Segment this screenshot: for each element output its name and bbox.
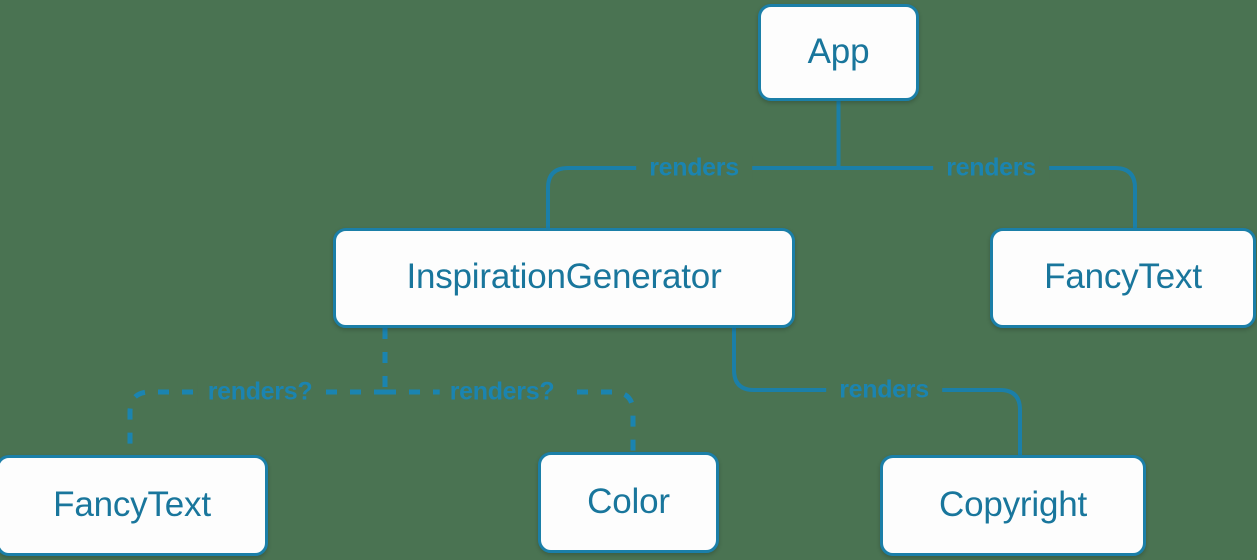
node-inspirationgenerator-label: InspirationGenerator bbox=[406, 257, 722, 296]
edge-inspirationgenerator-to-color bbox=[385, 389, 636, 452]
node-app-label: App bbox=[807, 31, 870, 71]
edge-label-inspirationgenerator-to-fancytext: renders? bbox=[197, 379, 323, 405]
node-fancytext-right[interactable]: FancyText bbox=[990, 228, 1256, 328]
node-inspirationgenerator[interactable]: InspirationGenerator bbox=[333, 228, 795, 328]
node-copyright-label: Copyright bbox=[939, 484, 1087, 524]
edge-label-inspirationgenerator-to-color: renders? bbox=[439, 379, 565, 405]
edge-label-inspirationgenerator-to-copyright: renders bbox=[826, 377, 942, 403]
node-color[interactable]: Color bbox=[538, 452, 719, 553]
edge-label-app-to-inspirationgenerator: renders bbox=[636, 155, 752, 181]
node-fancytext-right-label: FancyText bbox=[1044, 257, 1202, 296]
edge-label-app-to-fancytext: renders bbox=[933, 155, 1049, 181]
edge-inspirationgenerator-to-fancytext bbox=[127, 389, 385, 455]
edge-app-to-inspirationgenerator bbox=[546, 166, 841, 230]
edge-app-to-fancytext bbox=[836, 166, 1137, 230]
node-color-label: Color bbox=[587, 481, 670, 521]
node-fancytext-bottom-left[interactable]: FancyText bbox=[0, 455, 268, 556]
node-app[interactable]: App bbox=[758, 4, 919, 101]
node-fancytext-bottom-left-label: FancyText bbox=[53, 484, 211, 524]
node-copyright[interactable]: Copyright bbox=[880, 455, 1146, 556]
